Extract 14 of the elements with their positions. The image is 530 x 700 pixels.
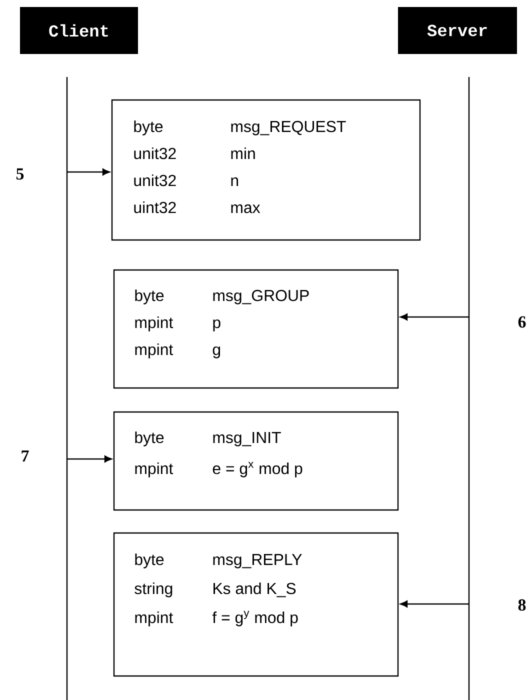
participant-header: Server xyxy=(398,7,517,54)
message-box: byte msg_REQUEST unit32 min unit32 n uint32 max xyxy=(111,99,421,241)
arrow xyxy=(400,314,469,320)
step-number: 7 xyxy=(22,450,29,462)
message-box: byte msg_GROUP mpint p mpint g xyxy=(113,269,399,389)
participant-header: Client xyxy=(20,7,138,54)
step-number: 6 xyxy=(518,316,526,328)
arrow xyxy=(67,168,110,176)
message-box: byte msg_INIT mpint e = g$^{x}$ mod p xyxy=(113,411,399,511)
arrow xyxy=(67,456,112,462)
step-number: 5 xyxy=(16,168,24,180)
step-number: 8 xyxy=(518,599,526,611)
arrow xyxy=(400,600,469,608)
message-box: byte msg_REPLY string Ks and K_S mpint f = g$^{y}$ mod p xyxy=(113,532,399,677)
